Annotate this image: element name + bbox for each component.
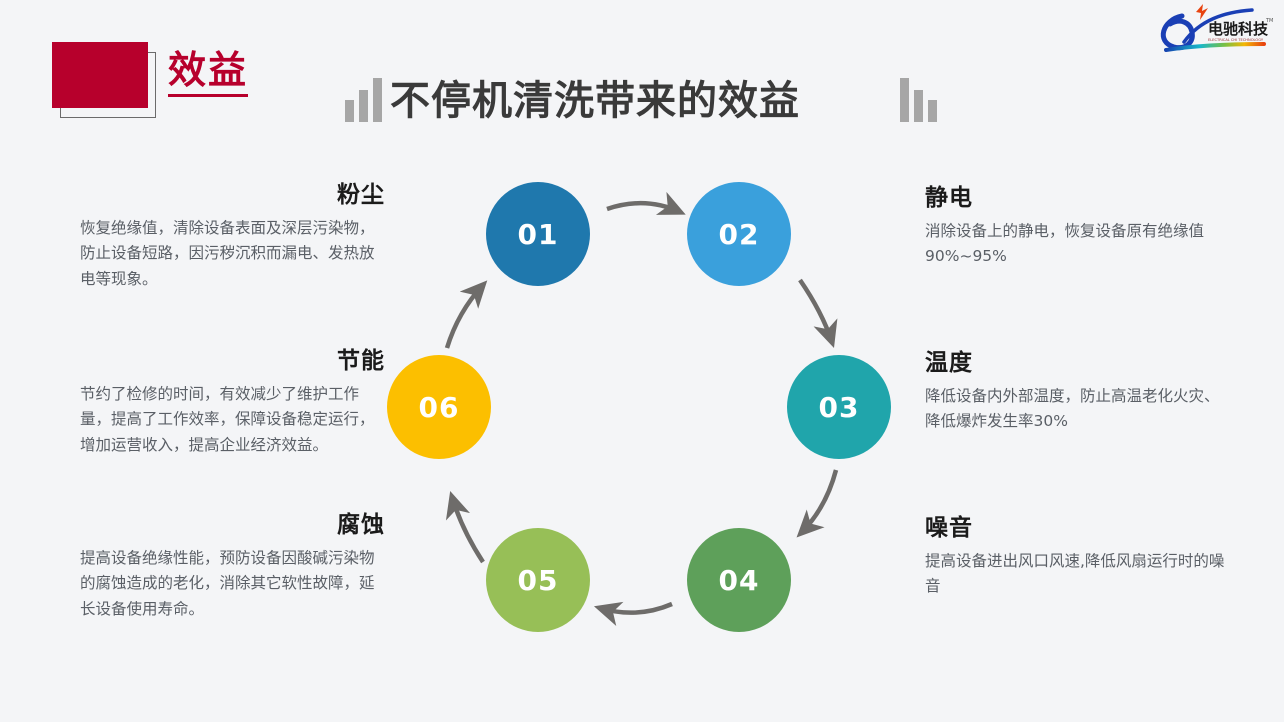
arrow-04-to-05 [593,601,673,626]
arrow-01-to-02 [606,191,686,215]
block-corrosion-title: 腐蚀 [337,512,385,538]
block-dust: 粉尘 恢复绝缘值，清除设备表面及深层污染物，防止设备短路，因污秽沉积而漏电、发热… [80,182,385,292]
block-temperature-desc: 降低设备内外部温度，防止高温老化火灾、降低爆炸发生率30% [925,386,1220,431]
cycle-node-03[interactable]: 03 [787,355,891,459]
block-temperature: 温度 降低设备内外部温度，防止高温老化火灾、降低爆炸发生率30% [925,350,1230,435]
arrow-03-to-04 [796,469,839,538]
logo-company-cn: 电驰科技 [1208,20,1269,38]
cycle-node-02[interactable]: 02 [687,182,791,286]
badge-fill [52,42,148,108]
block-static-title: 静电 [925,185,973,211]
bar-chart-decoration-left [345,78,382,122]
lightning-bolt-icon [1196,4,1208,20]
bar-icon [900,78,909,122]
block-energy-desc: 节约了检修的时间，有效减少了维护工作量，提高了工作效率，保障设备稳定运行，增加运… [80,384,375,454]
bar-icon [928,100,937,122]
bar-chart-decoration-right [900,78,937,122]
arrow-06-to-01 [444,280,488,349]
block-dust-desc: 恢复绝缘值，清除设备表面及深层污染物，防止设备短路，因污秽沉积而漏电、发热放电等… [80,218,375,288]
logo-company-en: ELECTRICAL CHI TECHNOLOGY [1208,38,1264,42]
block-corrosion-desc: 提高设备绝缘性能，预防设备因酸碱污染物的腐蚀造成的老化，消除其它软性故障，延长设… [80,548,375,618]
page-title: 不停机清洗带来的效益 [390,78,800,124]
block-corrosion: 腐蚀 提高设备绝缘性能，预防设备因酸碱污染物的腐蚀造成的老化，消除其它软性故障，… [80,512,385,622]
block-noise-desc: 提高设备进出风口风速,降低风扇运行时的噪音 [925,551,1225,596]
section-label: 效益 [168,49,249,97]
cycle-node-04[interactable]: 04 [687,528,791,632]
bar-icon [359,90,368,122]
cycle-node-01[interactable]: 01 [486,182,590,286]
block-noise-title: 噪音 [925,515,973,541]
block-dust-title: 粉尘 [337,182,385,208]
arrow-02-to-03 [798,278,838,348]
cycle-node-05[interactable]: 05 [486,528,590,632]
cycle-node-06[interactable]: 06 [387,355,491,459]
header-badge [52,42,156,118]
logo-swoosh [1164,42,1266,52]
logo-trademark: TM [1265,18,1273,24]
block-temperature-title: 温度 [925,350,973,376]
block-static-desc: 消除设备上的静电，恢复设备原有绝缘值90%~95% [925,221,1205,266]
logo-loop [1160,13,1195,51]
block-noise: 噪音 提高设备进出风口风速,降低风扇运行时的噪音 [925,515,1230,600]
bar-icon [345,100,354,122]
arrow-05-to-06 [445,490,485,564]
company-logo: 电驰科技 ELECTRICAL CHI TECHNOLOGY TM [1160,4,1273,52]
block-static: 静电 消除设备上的静电，恢复设备原有绝缘值90%~95% [925,185,1230,270]
logo-stroke [1182,8,1254,44]
block-energy-title: 节能 [337,348,385,374]
bar-icon [373,78,382,122]
bar-icon [914,90,923,122]
block-energy: 节能 节约了检修的时间，有效减少了维护工作量，提高了工作效率，保障设备稳定运行，… [80,348,385,458]
